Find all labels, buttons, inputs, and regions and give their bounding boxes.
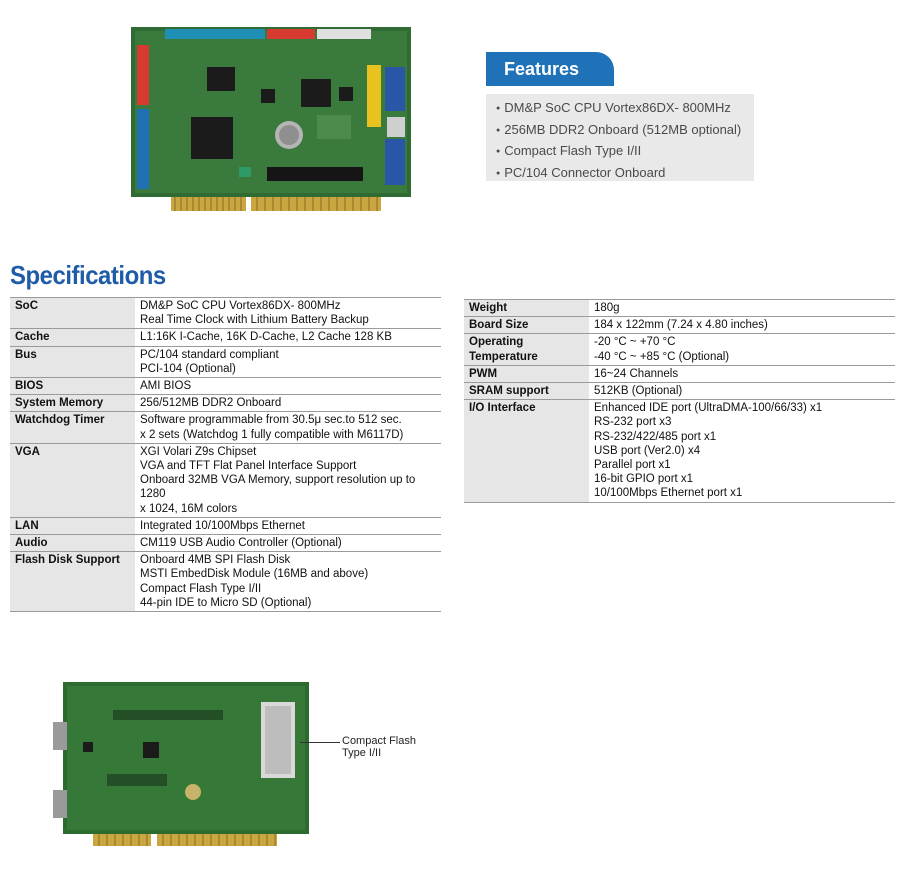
- spec-row: I/O Interface Enhanced IDE port (UltraDMA…: [464, 399, 895, 503]
- board-top-photo: [131, 27, 411, 211]
- spec-label: LAN: [10, 517, 135, 536]
- spec-label: Cache: [10, 328, 135, 347]
- spec-value-line: XGI Volari Z9s Chipset: [140, 445, 257, 458]
- spec-value-line: DM&P SoC CPU Vortex86DX- 800MHz: [140, 300, 341, 312]
- spec-label: SoC: [10, 296, 135, 330]
- spec-row: System Memory 256/512MB DDR2 Onboard: [10, 394, 441, 413]
- spec-value-line: 44-pin IDE to Micro SD (Optional): [140, 596, 312, 609]
- spec-value-line: 10/100Mbps Ethernet port x1: [594, 487, 743, 500]
- features-list-box: DM&P SoC CPU Vortex86DX- 800MHz 256MB DD…: [486, 94, 754, 181]
- feature-item: Compact Flash Type I/II: [496, 141, 754, 163]
- features-list: DM&P SoC CPU Vortex86DX- 800MHz 256MB DD…: [486, 94, 754, 184]
- spec-value: Enhanced IDE port (UltraDMA-100/66/33) x…: [589, 399, 895, 503]
- spec-row: Board Size 184 x 122mm (7.24 x 4.80 inche…: [464, 316, 895, 335]
- spec-row: PWM 16~24 Channels: [464, 365, 895, 384]
- spec-value-line: Real Time Clock with Lithium Battery Bac…: [140, 314, 369, 327]
- spec-value-line: USB port (Ver2.0) x4: [594, 444, 701, 457]
- callout-line: Type I/II: [342, 747, 382, 759]
- compact-flash-callout-line: [300, 742, 340, 743]
- spec-value-line: Onboard 32MB VGA Memory, support resolut…: [140, 474, 416, 501]
- spec-value-line: CM119 USB Audio Controller (Optional): [140, 537, 342, 550]
- spec-label: Audio: [10, 534, 135, 553]
- spec-value: Integrated 10/100Mbps Ethernet: [135, 517, 441, 536]
- spec-value: 180g: [589, 298, 895, 318]
- features-heading: Features: [486, 52, 614, 86]
- spec-value: 512KB (Optional): [589, 382, 895, 401]
- spec-value: 184 x 122mm (7.24 x 4.80 inches): [589, 316, 895, 335]
- spec-value-line: 16~24 Channels: [594, 367, 679, 380]
- spec-row: Cache L1:16K I-Cache, 16K D-Cache, L2 Cac…: [10, 328, 441, 347]
- spec-value-line: 180g: [594, 302, 620, 314]
- spec-value-line: 184 x 122mm (7.24 x 4.80 inches): [594, 319, 768, 332]
- compact-flash-callout: Compact Flash Type I/II: [342, 735, 416, 759]
- spec-label: Flash Disk Support: [10, 551, 135, 613]
- spec-row: LAN Integrated 10/100Mbps Ethernet: [10, 517, 441, 536]
- spec-row: BIOS AMI BIOS: [10, 377, 441, 396]
- spec-value: 16~24 Channels: [589, 365, 895, 384]
- spec-value-line: 16-bit GPIO port x1: [594, 473, 694, 486]
- feature-item: PC/104 Connector Onboard: [496, 163, 754, 185]
- feature-item: DM&P SoC CPU Vortex86DX- 800MHz: [496, 98, 754, 120]
- specifications-heading: Specifications: [10, 260, 166, 290]
- spec-value: L1:16K I-Cache, 16K D-Cache, L2 Cache 12…: [135, 328, 441, 347]
- spec-value-line: Software programmable from 30.5μ sec.to …: [140, 414, 402, 427]
- spec-value: 256/512MB DDR2 Onboard: [135, 394, 441, 413]
- spec-label: Board Size: [464, 316, 589, 335]
- spec-value: AMI BIOS: [135, 377, 441, 396]
- spec-value-line: L1:16K I-Cache, 16K D-Cache, L2 Cache 12…: [140, 331, 392, 344]
- feature-item: 256MB DDR2 Onboard (512MB optional): [496, 120, 754, 142]
- spec-row: SRAM support 512KB (Optional): [464, 382, 895, 401]
- spec-value-line: Enhanced IDE port (UltraDMA-100/66/33) x…: [594, 402, 823, 415]
- spec-value-line: x 1024, 16M colors: [140, 502, 238, 515]
- spec-row: Operating Temperature-20 °C ~ +70 °C-40 …: [464, 333, 895, 366]
- spec-label: Operating Temperature: [464, 333, 589, 366]
- spec-label: Weight: [464, 298, 589, 318]
- spec-value-line: RS-232/422/485 port x1: [594, 430, 717, 443]
- spec-value-line: PCI-104 (Optional): [140, 362, 236, 375]
- spec-value: Software programmable from 30.5μ sec.to …: [135, 411, 441, 444]
- spec-value-line: Integrated 10/100Mbps Ethernet: [140, 519, 305, 532]
- spec-label: BIOS: [10, 377, 135, 396]
- spec-label: I/O Interface: [464, 399, 589, 503]
- spec-label: Bus: [10, 346, 135, 379]
- spec-value: -20 °C ~ +70 °C-40 °C ~ +85 °C (Optional…: [589, 333, 895, 366]
- spec-label: PWM: [464, 365, 589, 384]
- spec-value-line: PC/104 standard compliant: [140, 348, 279, 361]
- spec-label: SRAM support: [464, 382, 589, 401]
- spec-value-line: AMI BIOS: [140, 380, 192, 393]
- spec-value-line: VGA and TFT Flat Panel Interface Support: [140, 460, 357, 473]
- spec-row: Watchdog Timer Software programmable from…: [10, 411, 441, 444]
- spec-value: CM119 USB Audio Controller (Optional): [135, 534, 441, 553]
- spec-value-line: -40 °C ~ +85 °C (Optional): [594, 350, 730, 363]
- spec-value-line: 256/512MB DDR2 Onboard: [140, 397, 282, 410]
- spec-value-line: MSTI EmbedDisk Module (16MB and above): [140, 568, 369, 581]
- spec-value-line: RS-232 port x3: [594, 416, 672, 429]
- spec-label: Watchdog Timer: [10, 411, 135, 444]
- spec-row: Weight 180g: [464, 298, 895, 318]
- spec-value-line: x 2 sets (Watchdog 1 fully compatible wi…: [140, 428, 404, 441]
- board-bottom-photo: [53, 682, 309, 846]
- spec-row: Audio CM119 USB Audio Controller (Optiona…: [10, 534, 441, 553]
- spec-value-line: Compact Flash Type I/II: [140, 582, 262, 595]
- spec-value-line: Onboard 4MB SPI Flash Disk: [140, 554, 291, 567]
- callout-line: Compact Flash: [342, 735, 416, 747]
- spec-label: VGA: [10, 443, 135, 518]
- spec-value-line: Parallel port x1: [594, 459, 671, 472]
- spec-value-line: -20 °C ~ +70 °C: [594, 336, 676, 349]
- spec-value-line: 512KB (Optional): [594, 385, 683, 398]
- spec-label: System Memory: [10, 394, 135, 413]
